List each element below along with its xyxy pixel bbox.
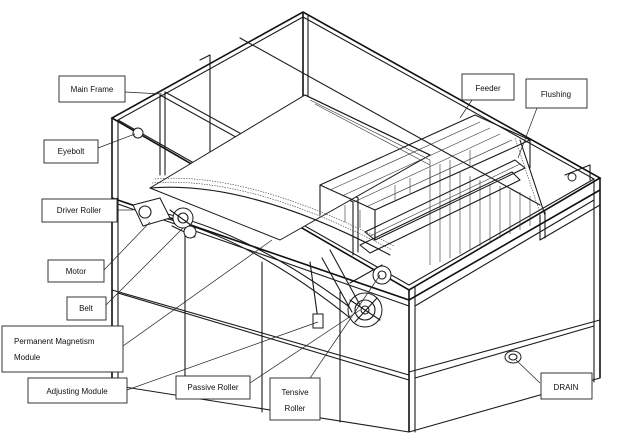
leader-eyebolt (97, 133, 136, 149)
callout-adjusting-module: Adjusting Module (27, 377, 128, 404)
conveyor-belt (148, 94, 546, 323)
base-tank (111, 189, 601, 433)
callout-feeder: Feeder (461, 73, 515, 101)
callout-tensive-roller: Tensive Roller (269, 377, 321, 421)
feeder-assembly (319, 114, 531, 241)
leader-drain (515, 359, 541, 384)
feeder-nozzles (344, 150, 471, 228)
leader-adjusting-module (126, 321, 319, 391)
leader-flushing (517, 99, 541, 159)
label-adjusting-module: Adjusting Module (46, 387, 108, 396)
leader-main-frame (124, 91, 163, 95)
label-feeder: Feeder (475, 84, 501, 93)
driver-roller-motor (132, 197, 197, 239)
passive-tensive-rollers (309, 249, 392, 329)
leader-pm-module (122, 239, 273, 347)
leader-passive-roller (249, 309, 361, 384)
leader-belt (105, 227, 184, 306)
label-belt: Belt (79, 304, 94, 313)
flushing-pipes (359, 159, 526, 254)
leader-motor (103, 221, 151, 271)
drain-outlet (504, 350, 522, 364)
callout-motor: Motor (47, 259, 105, 283)
leader-lines (97, 91, 541, 391)
callout-driver-roller: Driver Roller (41, 198, 118, 223)
label-main-frame: Main Frame (71, 85, 114, 94)
label-tensive-roller-line1: Tensive (281, 388, 309, 397)
label-pm-module-line1: Permanent Magnetism (14, 337, 95, 346)
label-motor: Motor (66, 267, 87, 276)
eyebolt (132, 127, 577, 182)
callout-flushing: Flushing (525, 78, 588, 109)
callout-belt: Belt (66, 296, 107, 321)
label-eyebolt: Eyebolt (58, 147, 85, 156)
label-passive-roller: Passive Roller (187, 383, 238, 392)
label-flushing: Flushing (541, 90, 571, 99)
callout-passive-roller: Passive Roller (175, 375, 251, 400)
label-tensive-roller-line2: Roller (285, 404, 306, 413)
callout-drain: DRAIN (540, 372, 593, 400)
callout-eyebolt: Eyebolt (43, 139, 99, 164)
label-driver-roller: Driver Roller (57, 206, 102, 215)
callout-main-frame: Main Frame (58, 75, 126, 103)
belt-ribbing (429, 160, 531, 265)
label-drain: DRAIN (554, 383, 579, 392)
callout-pm-module: Permanent Magnetism Module (1, 325, 124, 373)
label-pm-module-line2: Module (14, 353, 41, 362)
leader-tensive-roller (301, 274, 381, 391)
